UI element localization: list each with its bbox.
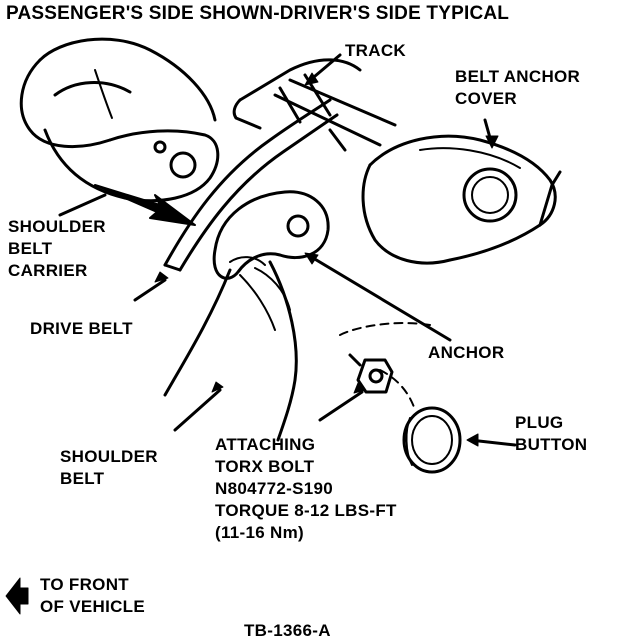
label-line: OF VEHICLE [40, 597, 146, 616]
label-belt-anchor-cover: BELT ANCHOR COVER [455, 66, 580, 110]
carrier-pointer [94, 184, 196, 226]
label-line: PLUG [515, 413, 564, 432]
label-track: TRACK [345, 41, 406, 60]
plug-button [402, 406, 462, 474]
label-attaching-bolt: ATTACHING TORX BOLT N804772-S190 TORQUE … [215, 434, 397, 544]
label-line: ATTACHING [215, 435, 316, 454]
label-line: COVER [455, 89, 517, 108]
label-line: SHOULDER [60, 447, 158, 466]
label-line: (11-16 Nm) [215, 523, 304, 542]
label-anchor: ANCHOR [428, 343, 505, 362]
drive-belt [163, 98, 339, 272]
label-line: BUTTON [515, 435, 588, 454]
belt-anchor-cover [361, 134, 562, 265]
label-drive-belt: DRIVE BELT [30, 319, 133, 338]
label-line: TORX BOLT [215, 457, 315, 476]
shoulder-belt-webbing [163, 260, 298, 442]
label-line: BELT [60, 469, 105, 488]
carrier-assembly [19, 37, 220, 203]
arrowheads [154, 72, 499, 447]
figure-id: TB-1366-A [244, 621, 331, 640]
label-line: N804772-S190 [215, 479, 333, 498]
label-plug-button: PLUG BUTTON [515, 412, 587, 456]
label-line: BELT [8, 239, 53, 258]
diagram-title: PASSENGER'S SIDE SHOWN-DRIVER'S SIDE TYP… [6, 3, 510, 24]
anchor-bracket [212, 190, 330, 280]
label-line: TORQUE 8-12 LBS-FT [215, 501, 397, 520]
attaching-bolt [348, 353, 394, 394]
label-line: CARRIER [8, 261, 88, 280]
label-line: SHOULDER [8, 217, 106, 236]
leader-lines [58, 53, 517, 447]
label-shoulder-belt-carrier: SHOULDER BELT CARRIER [8, 216, 106, 282]
label-shoulder-belt: SHOULDER BELT [60, 446, 158, 490]
left-arrow-icon [5, 577, 29, 615]
dashed-outline [339, 322, 431, 411]
track [232, 58, 397, 152]
label-front-of-vehicle: TO FRONT OF VEHICLE [40, 574, 145, 618]
label-line: BELT ANCHOR [455, 67, 581, 86]
label-line: TO FRONT [40, 575, 129, 594]
